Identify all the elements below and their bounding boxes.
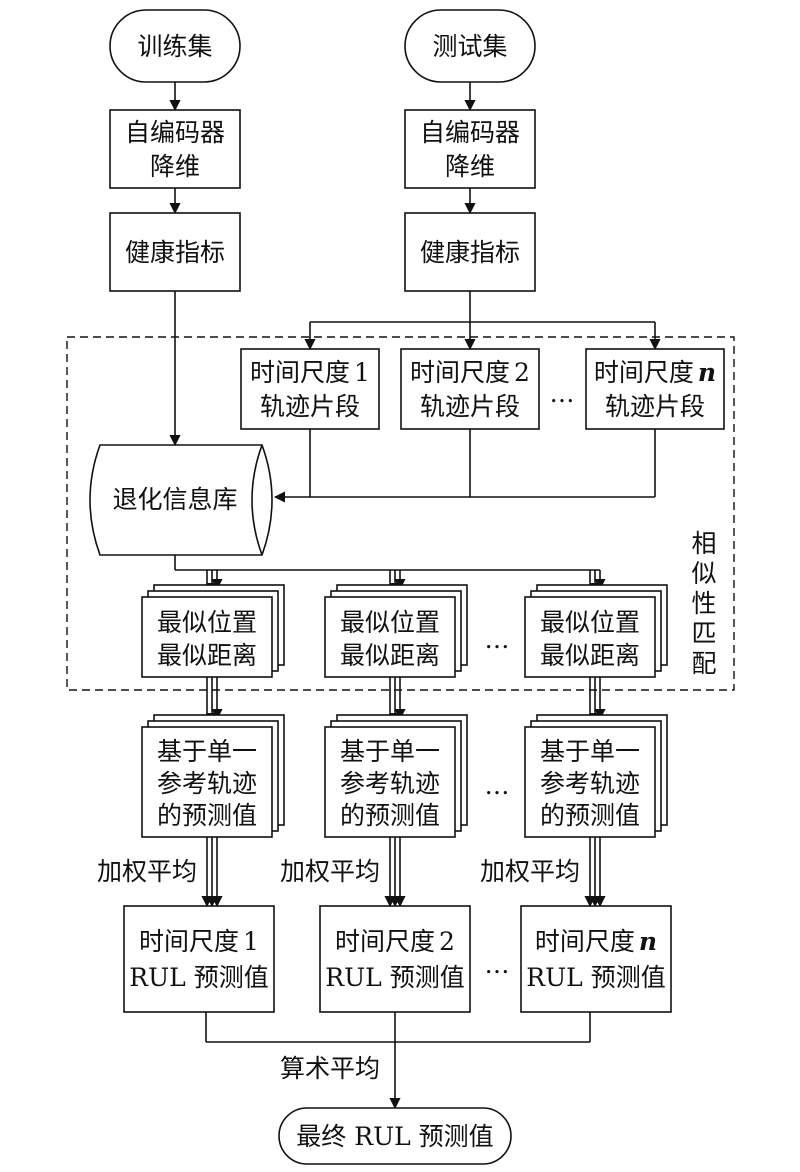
test-encoder-line1: 自编码器 (420, 118, 520, 147)
arrow-bundle-weighted (201, 837, 606, 908)
final-rul-terminal (278, 1107, 512, 1165)
prediction-1-line3: 的预测值 (157, 801, 257, 830)
similarity-label: 相 似 性 匹 配 (691, 529, 716, 678)
match-2-line1: 最似位置 (340, 608, 440, 637)
scale-rul-1-line2: RUL 预测值 (129, 963, 268, 992)
prediction-box-1 (141, 726, 273, 838)
prediction-n-line3: 的预测值 (540, 801, 640, 830)
final-rul-label: 最终 RUL 预测值 (296, 1122, 493, 1151)
train-health-label: 健康指标 (125, 238, 225, 267)
segment-n-line2: 轨迹片段 (605, 392, 705, 421)
similarity-char: 匹 (691, 619, 716, 648)
train-health-box (109, 212, 241, 292)
match-box-2 (324, 596, 456, 678)
scale-rul-box-1 (123, 905, 275, 1013)
ellipsis-prediction: … (485, 771, 510, 800)
prediction-box-2 (324, 726, 456, 838)
segment-box-1 (240, 348, 380, 430)
scale-rul-n-line2: RUL 预测值 (526, 963, 665, 992)
ellipsis-segments: … (550, 379, 575, 408)
match-box-n (524, 596, 656, 678)
similarity-char: 性 (691, 589, 716, 618)
segment-box-2 (400, 348, 540, 430)
match-box-1 (141, 596, 273, 678)
scale-rul-box-n (520, 905, 672, 1013)
prediction-2-line1: 基于单一 (340, 737, 440, 766)
prediction-2-line3: 的预测值 (340, 801, 440, 830)
prediction-n-line1: 基于单一 (540, 737, 640, 766)
train-encoder-line2: 降维 (150, 152, 200, 181)
weighted-average-label-2: 加权平均 (280, 857, 380, 886)
similarity-char: 似 (691, 559, 716, 588)
match-n-line2: 最似距离 (540, 641, 640, 670)
prediction-1-line2: 参考轨迹 (157, 769, 257, 798)
test-encoder-line2: 降维 (445, 152, 495, 181)
test-encoder-box (404, 109, 536, 189)
library-label: 退化信息库 (112, 485, 237, 514)
segment-1-line2: 轨迹片段 (260, 392, 360, 421)
weighted-average-label-n: 加权平均 (480, 857, 580, 886)
scale-rul-box-2 (319, 905, 471, 1013)
train-set-label: 训练集 (137, 32, 212, 61)
train-encoder-box (109, 109, 241, 189)
prediction-stack-1: 基于单一 参考轨迹 的预测值 (141, 714, 285, 838)
train-encoder-line1: 自编码器 (125, 118, 225, 147)
match-2-line2: 最似距离 (340, 641, 440, 670)
match-stack-n: 最似位置 最似距离 (524, 584, 668, 678)
library-inner-curve (251, 444, 263, 556)
scale-rul-2-line2: RUL 预测值 (325, 963, 464, 992)
prediction-1-line1: 基于单一 (157, 737, 257, 766)
prediction-stack-2: 基于单一 参考轨迹 的预测值 (324, 714, 468, 838)
test-health-label: 健康指标 (420, 238, 520, 267)
match-stack-1: 最似位置 最似距离 (141, 584, 285, 678)
test-health-box (404, 212, 536, 292)
match-1-line1: 最似位置 (157, 608, 257, 637)
prediction-n-line2: 参考轨迹 (540, 769, 640, 798)
arithmetic-average-label: 算术平均 (280, 1054, 380, 1083)
ellipsis-match: … (485, 625, 510, 654)
weighted-average-label-1: 加权平均 (97, 857, 197, 886)
prediction-box-n (524, 726, 656, 838)
prediction-2-line2: 参考轨迹 (340, 769, 440, 798)
test-set-label: 测试集 (432, 32, 507, 61)
segment-2-line2: 轨迹片段 (420, 392, 520, 421)
match-1-line2: 最似距离 (157, 641, 257, 670)
similarity-char: 相 (691, 529, 716, 558)
prediction-stack-n: 基于单一 参考轨迹 的预测值 (524, 714, 668, 838)
ellipsis-scale-rul: … (485, 950, 510, 979)
match-n-line1: 最似位置 (540, 608, 640, 637)
match-stack-2: 最似位置 最似距离 (324, 584, 468, 678)
similarity-char: 配 (691, 649, 716, 678)
